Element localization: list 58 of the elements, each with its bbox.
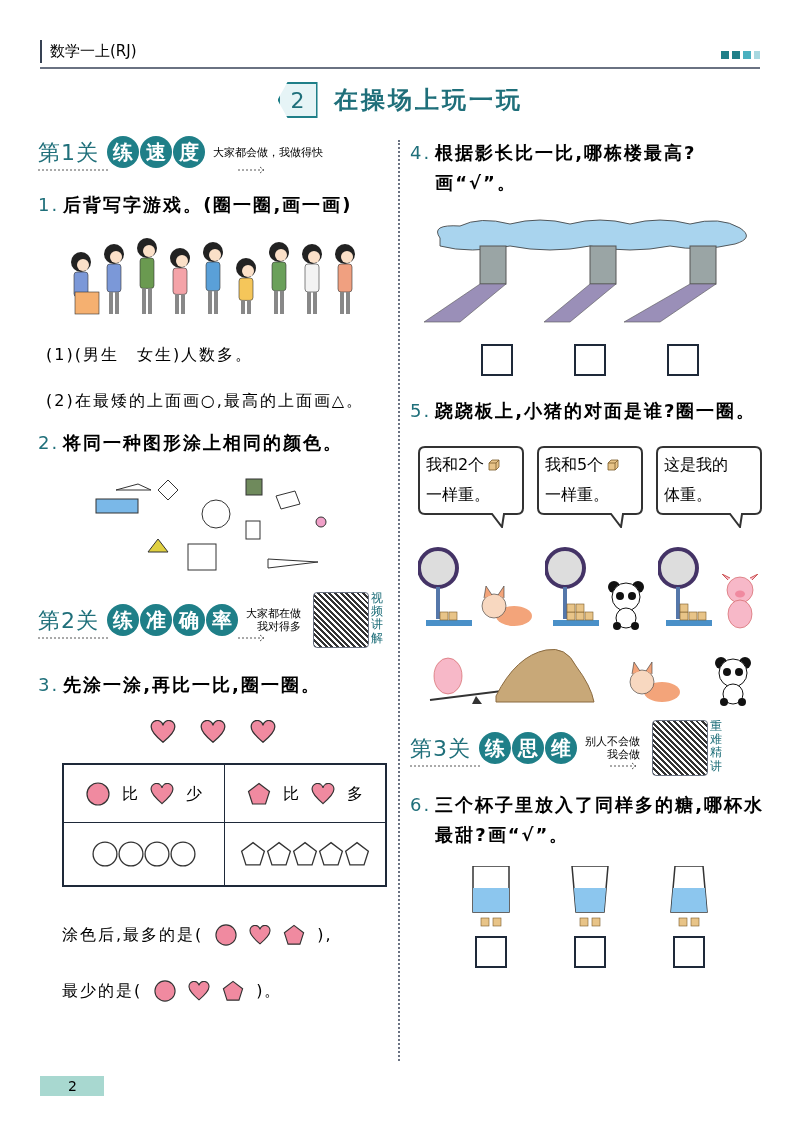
- answer-text: 涂色后,最多的是(: [62, 924, 204, 947]
- slogan-text: 别人不会做: [585, 735, 641, 748]
- page-number: 2: [40, 1076, 104, 1096]
- vertical-text: 视频讲解: [371, 592, 384, 645]
- heading-char: 思: [512, 732, 545, 764]
- question-number: 6.: [410, 793, 432, 817]
- answer-text: 最少的是(: [62, 980, 143, 1003]
- heading-char: 准: [140, 604, 173, 636]
- heading-char: 维: [545, 732, 578, 764]
- slogan-text: 大家都会做，我做得快: [213, 145, 324, 159]
- header-text: 数学一上(RJ): [40, 40, 137, 63]
- heading-char: 练: [107, 136, 140, 168]
- question-text: 先涂一涂,再比一比,圈一圈。: [63, 673, 321, 697]
- slogan-text: 我对得多: [257, 620, 302, 633]
- question-number: 2.: [38, 431, 60, 455]
- cell-text: 多: [346, 782, 363, 805]
- answer-text: )。: [256, 980, 283, 1003]
- answer-box: [672, 936, 705, 968]
- answer-text: ),: [317, 924, 333, 947]
- page-title: 在操场上玩一玩: [333, 85, 523, 116]
- question-text: 三个杯子里放入了同样多的糖,哪杯水最甜?画“√”。: [435, 793, 766, 847]
- bubble-text: 这是我的: [664, 454, 728, 476]
- vertical-text: 重难精讲: [710, 720, 723, 773]
- question-number: 4.: [410, 141, 432, 165]
- lesson-number: 2: [277, 82, 318, 118]
- sub-question-text: (1)(男生 女生)人数多。: [46, 344, 255, 366]
- bubble-text: 体重。: [664, 484, 712, 506]
- cell-text: 少: [185, 782, 202, 805]
- sub-question-text: (2)在最矮的上面画○,最高的上面画△。: [46, 390, 365, 412]
- level-heading: 第3关: [410, 734, 472, 763]
- answer-box: [475, 936, 508, 968]
- heading-char: 率: [206, 604, 239, 636]
- heading-char: 练: [107, 604, 140, 636]
- heading-char: 确: [173, 604, 206, 636]
- answer-box: [574, 344, 606, 376]
- question-text: 跷跷板上,小猪的对面是谁?圈一圈。: [435, 399, 757, 423]
- slogan-text: 我会做: [607, 748, 641, 761]
- cell-text: 比: [121, 782, 138, 805]
- answer-box: [574, 936, 606, 968]
- bubble-text: 我和2个: [426, 454, 485, 476]
- answer-box: [480, 344, 513, 376]
- question-text: 根据影长比一比,哪栋楼最高?画“√”。: [435, 141, 698, 195]
- question-number: 1.: [38, 193, 60, 217]
- question-number: 3.: [38, 673, 60, 697]
- slogan-text: 大家都在做: [246, 607, 302, 620]
- level-heading: 第1关: [38, 138, 100, 167]
- answer-box: [667, 344, 700, 376]
- bubble-text: 一样重。: [545, 484, 609, 506]
- heading-char: 度: [173, 136, 206, 168]
- question-number: 5.: [410, 399, 432, 423]
- question-text: 后背写字游戏。(圈一圈,画一画): [63, 193, 353, 217]
- bubble-text: 我和5个: [545, 454, 604, 476]
- bubble-text: 一样重。: [426, 484, 490, 506]
- question-text: 将同一种图形涂上相同的颜色。: [63, 431, 344, 455]
- heading-char: 速: [140, 136, 173, 168]
- cell-text: 比: [282, 782, 299, 805]
- level-heading: 第2关: [38, 606, 100, 635]
- heading-char: 练: [479, 732, 512, 764]
